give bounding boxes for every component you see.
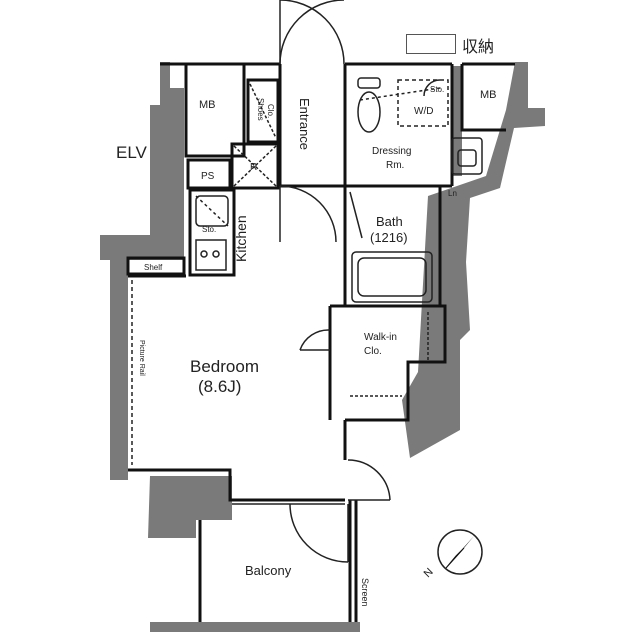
- label-bedroom: Bedroom: [190, 357, 259, 376]
- label-mb-left: MB: [199, 99, 216, 111]
- door-swings: [279, 0, 441, 563]
- utility-door-arc: [347, 459, 391, 501]
- storage-legend-swatch: [406, 34, 456, 54]
- toilet-bowl: [357, 91, 381, 133]
- label-walkin-clo: Clo.: [364, 346, 382, 357]
- label-balcony: Balcony: [245, 563, 292, 578]
- fixtures: [131, 77, 483, 505]
- label-dressing-rm: Rm.: [386, 160, 404, 171]
- label-screen: Screen: [360, 578, 370, 607]
- label-dressing: Dressing: [372, 146, 411, 157]
- label-bedroom-size: (8.6J): [198, 377, 241, 396]
- label-walkin: Walk-in: [364, 332, 397, 343]
- label-sto-kitchen: Sto.: [202, 225, 216, 234]
- label-entrance: Entrance: [297, 98, 312, 150]
- label-ln: Ln: [448, 189, 457, 198]
- balcony-door-arc: [289, 503, 349, 563]
- washbasin: [451, 137, 483, 175]
- label-ps: PS: [201, 171, 215, 182]
- compass-north-label: N: [422, 566, 436, 580]
- bathtub: [351, 251, 433, 303]
- stove: [195, 239, 227, 271]
- kitchen-sink: [195, 195, 229, 227]
- interior-walls: [126, 62, 515, 622]
- label-shoes: Shoes: [256, 98, 265, 121]
- washer-dryer: [397, 79, 449, 127]
- kitchen-door-arc: [279, 185, 337, 243]
- exterior-walls: [100, 62, 545, 632]
- label-elv: ELV: [116, 143, 148, 162]
- label-bath: Bath: [376, 214, 403, 229]
- label-bath-size: (1216): [370, 230, 408, 245]
- label-r: R: [250, 162, 257, 173]
- toilet-tank: [357, 77, 381, 89]
- label-shoes-clo: Clo.: [266, 104, 275, 118]
- storage-legend-label: 収納: [462, 37, 495, 56]
- label-mb-right: MB: [480, 89, 497, 101]
- entrance-door-arc: [279, 0, 345, 65]
- room-labels: ELV MB MB Shoes Clo. Entrance Dressing R…: [116, 85, 497, 607]
- label-picture-rail: Picture Rail: [138, 340, 145, 376]
- label-sto-top: Sto.: [430, 85, 444, 94]
- compass-icon: N: [422, 529, 483, 580]
- label-shelf: Shelf: [144, 263, 163, 272]
- label-kitchen: Kitchen: [233, 215, 249, 262]
- walkin-door-arc: [299, 329, 331, 351]
- label-wd: W/D: [414, 106, 433, 117]
